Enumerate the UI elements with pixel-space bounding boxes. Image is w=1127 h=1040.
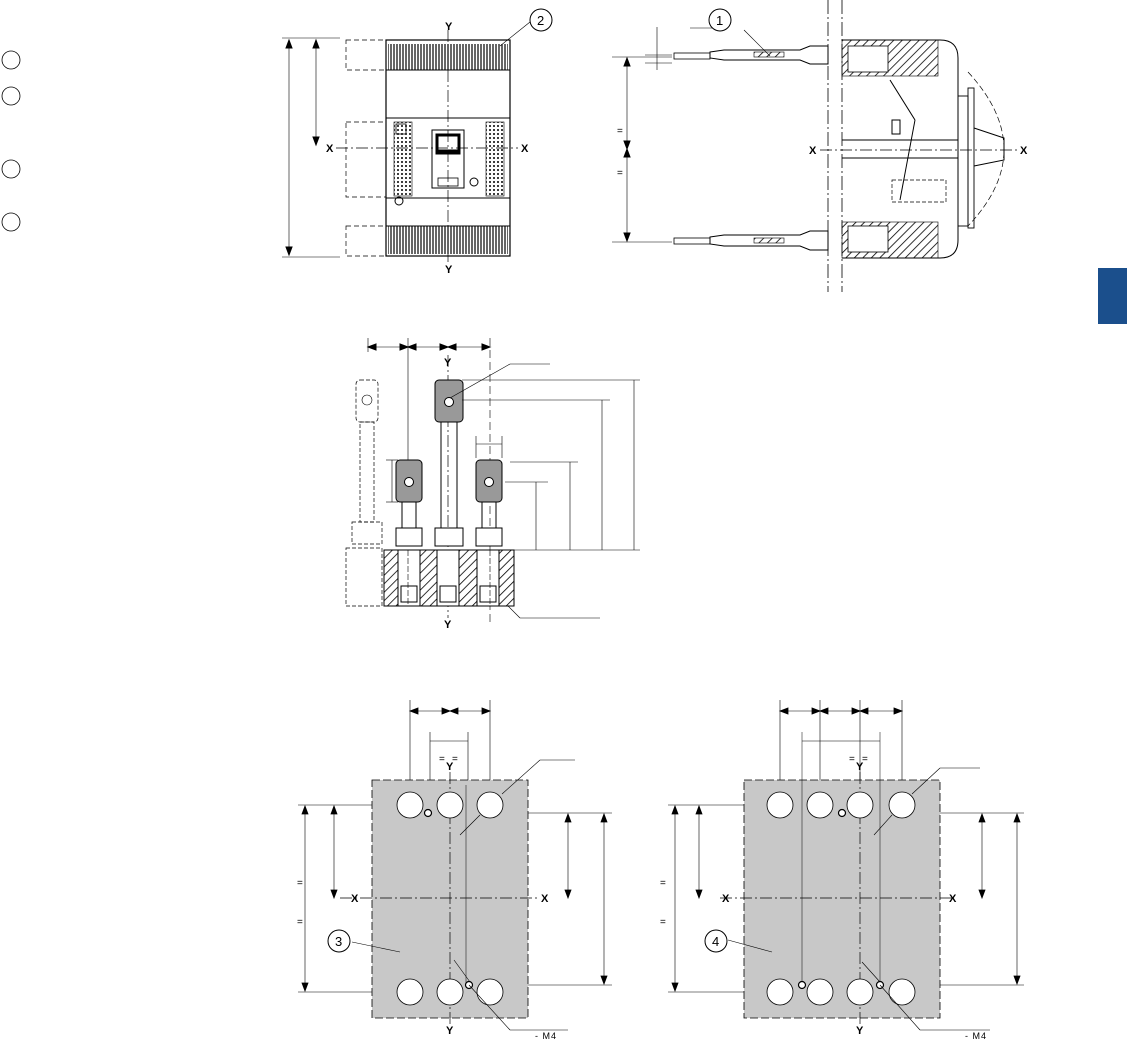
callout-3: 3	[327, 929, 351, 953]
plate3-x-right: X	[541, 893, 549, 905]
terminal-y-bottom: Y	[444, 619, 452, 631]
drilling-plate-4	[668, 700, 1024, 1031]
plate3-eq-top: =	[297, 878, 303, 889]
legend-circle-4	[1, 212, 21, 232]
plate4-eq-top: =	[660, 878, 666, 889]
plate3-eq-bottom: =	[297, 917, 303, 928]
callout-4-label: 4	[712, 934, 719, 949]
callout-1-label: 1	[716, 13, 723, 28]
side-eq-bottom: =	[617, 168, 623, 179]
callout-1: 1	[708, 8, 732, 32]
front-y-top: Y	[445, 21, 453, 33]
plate3-x-left: X	[351, 893, 359, 905]
plate3-eq-h1: =	[439, 754, 445, 765]
legend-circle-3	[1, 159, 21, 179]
legend-circle-2	[1, 86, 21, 106]
legend	[1, 50, 21, 232]
plate3-eq-h2: =	[452, 754, 458, 765]
plate4-thread-note: - M4	[965, 1031, 987, 1040]
side-eq-top: =	[617, 126, 623, 137]
callout-3-label: 3	[335, 934, 342, 949]
front-x-left: X	[326, 143, 334, 155]
plate3-y-bottom: Y	[446, 1025, 454, 1037]
terminal-view	[345, 338, 640, 625]
callout-4: 4	[704, 929, 728, 953]
plate4-x-right: X	[949, 893, 957, 905]
side-x-left: X	[809, 145, 817, 157]
plate4-eq-h1: =	[849, 754, 855, 765]
plate3-y-top: Y	[446, 761, 454, 773]
plate4-eq-h2: =	[862, 754, 868, 765]
side-view	[612, 0, 1018, 292]
drilling-plate-3	[298, 700, 612, 1031]
plate3-thread-note: - M4	[535, 1031, 557, 1040]
callout-2: 2	[529, 8, 553, 32]
legend-circle-1	[1, 50, 21, 70]
front-y-bottom: Y	[445, 264, 453, 276]
front-x-right: X	[521, 143, 529, 155]
plate4-y-top: Y	[856, 761, 864, 773]
plate4-x-left: X	[722, 893, 730, 905]
plate4-eq-bottom: =	[660, 917, 666, 928]
plate4-y-bottom: Y	[856, 1025, 864, 1037]
callout-2-label: 2	[537, 13, 544, 28]
side-x-right: X	[1020, 145, 1028, 157]
front-view	[282, 21, 531, 262]
terminal-y-top: Y	[444, 357, 452, 369]
section-tab[interactable]	[1098, 268, 1127, 324]
